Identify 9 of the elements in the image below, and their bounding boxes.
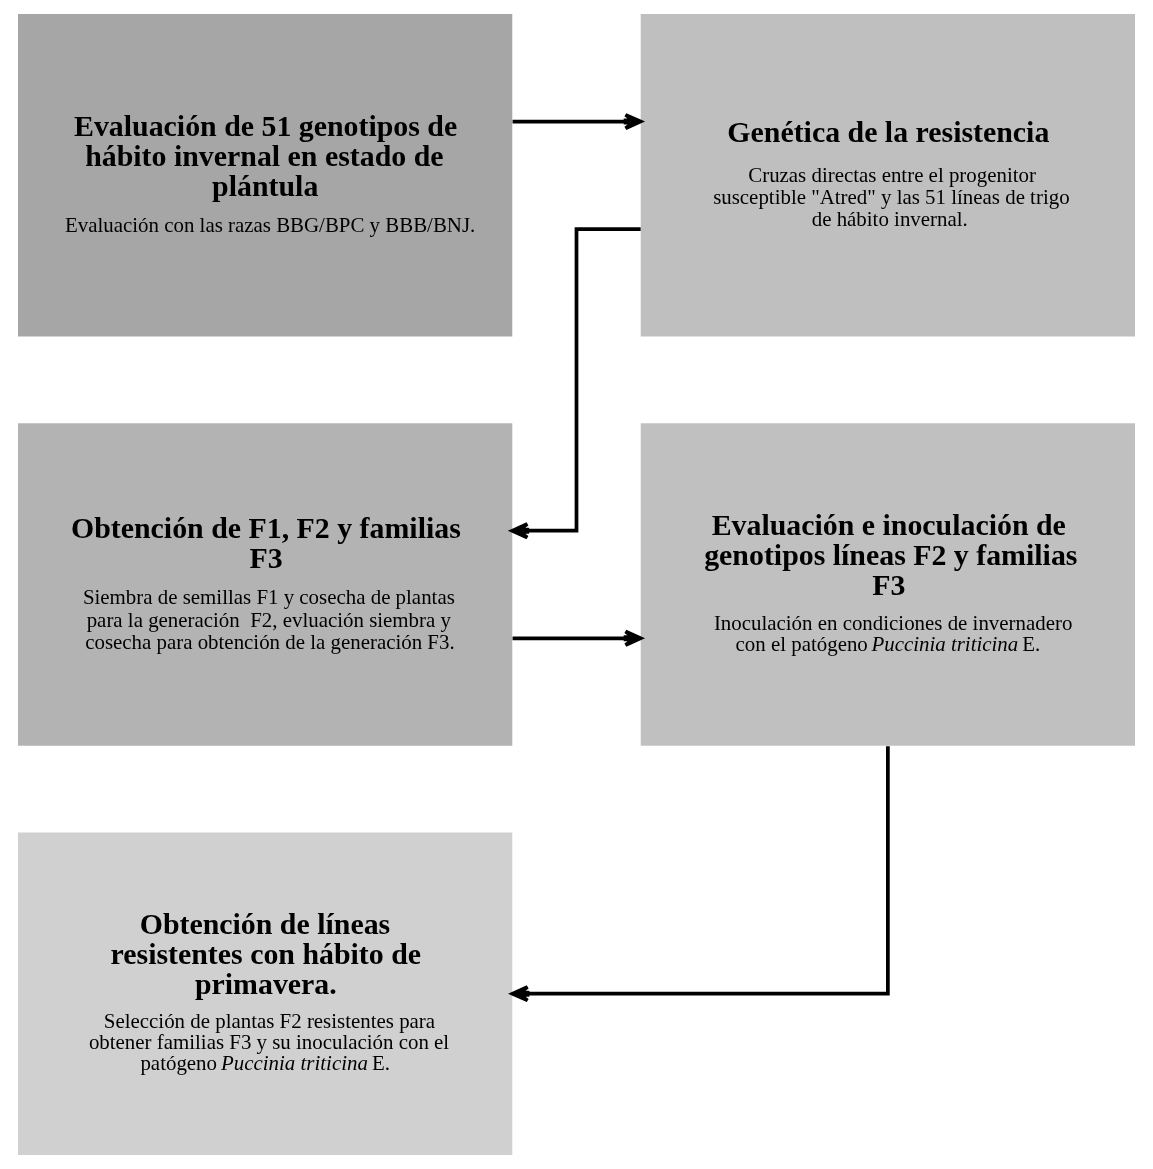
- node-box: Evaluación e inoculación de genotipos líneas F2 y familias F3 Inoculación en condiciones de invernadero con el patógeno Puccinia triticina E.: [640, 423, 1136, 746]
- arrow: [510, 746, 890, 1003]
- arrow: [512, 112, 643, 131]
- arrow: [510, 227, 641, 540]
- node-box: Evaluación de 51 genotipos de hábito invernal en estado de plántula Evaluación con las razas BBG/BPC y BBB/BNJ.: [17, 14, 513, 337]
- node-box: Obtención de F1, F2 y familias F3 Siembra de semillas F1 y cosecha de plantas para la generación F2, evluación siembra y cosecha para obtención de la generación F3.: [17, 423, 513, 746]
- node-box: Genética de la resistencia Cruzas directas entre el progenitor susceptible "Atred" y las 51 líneas de trigo de hábito invernal.: [640, 14, 1136, 337]
- arrow: [512, 629, 643, 647]
- node-box: Obtención de líneas resistentes con hábito de primavera. Selección de plantas F2 resistentes para obtener familias F3 y su inoculación con el patógeno Puccinia triticina E.: [17, 832, 513, 1155]
